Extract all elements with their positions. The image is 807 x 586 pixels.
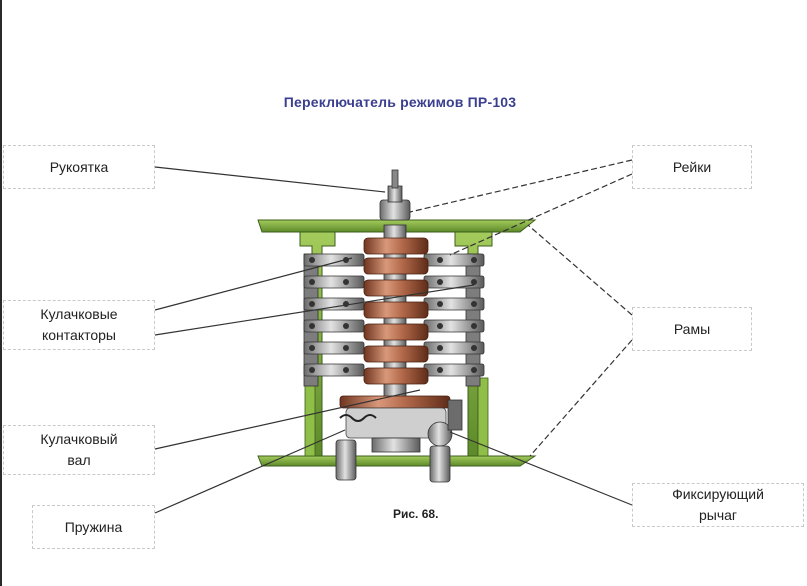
leader-frames-2 (529, 339, 633, 457)
leader-cam-shaft (154, 389, 421, 450)
label-handle: Рукоятка (3, 145, 155, 189)
left-border (0, 0, 2, 586)
leader-frames-1 (527, 224, 633, 316)
bottom-plate (257, 455, 537, 467)
leader-spring (154, 429, 346, 514)
leader-rails-1 (409, 159, 633, 213)
fixing-lever-part (427, 399, 463, 483)
leader-lines (154, 159, 633, 514)
figure-caption: Рис. 68. (393, 507, 439, 521)
label-rails: Рейки (632, 145, 752, 189)
leader-fixing-lever (449, 431, 633, 506)
leader-contactors-1 (154, 257, 353, 311)
diagram-title: Переключатель режимов ПР-103 (283, 94, 517, 110)
label-cam-shaft: Кулачковый вал (3, 425, 155, 475)
label-fixing-lever: Фиксирующий рычаг (632, 483, 804, 527)
label-spring: Пружина (32, 505, 155, 549)
handle (379, 169, 411, 221)
label-cam-contactors: Кулачковые контакторы (3, 300, 155, 350)
leader-contactors-2 (154, 284, 475, 336)
leader-handle (154, 166, 386, 193)
spring (335, 414, 377, 481)
cam-stack (339, 224, 451, 453)
leader-rails-2 (449, 173, 633, 256)
label-frames: Рамы (632, 307, 752, 351)
